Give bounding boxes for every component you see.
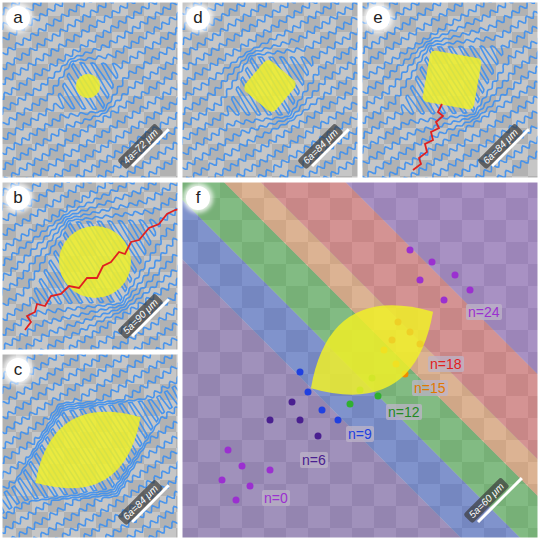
panel-f [182, 182, 538, 538]
band-label: n=24 [466, 304, 502, 320]
particle-chain [2, 379, 178, 538]
particle-dot [219, 477, 226, 484]
panel-letter: d [186, 6, 210, 30]
inclusion [59, 226, 131, 298]
band-label: n=9 [346, 426, 374, 442]
particle-chain [2, 354, 178, 501]
particle-dot [347, 401, 354, 408]
particle-dot [267, 467, 274, 474]
panel-frame [2, 354, 178, 538]
particle-dot [429, 259, 436, 266]
particle-dot [297, 369, 304, 376]
panel-d [182, 2, 358, 178]
particle-chain [362, 49, 538, 178]
particle-chain [2, 86, 178, 178]
inclusion [76, 74, 100, 98]
panel-letter: c [6, 358, 30, 382]
panel-frame [362, 2, 538, 178]
panel-letter: a [6, 6, 30, 30]
particle-dot [225, 447, 232, 454]
particle-dot [452, 272, 459, 279]
panel-letter: f [186, 186, 210, 210]
particle-chain [2, 211, 178, 350]
particle-chain [182, 35, 358, 178]
particle-dot [297, 417, 304, 424]
particle-dot [267, 417, 274, 424]
particle-dot [441, 297, 448, 304]
particle-dot [233, 497, 240, 504]
panel-letter: b [6, 186, 30, 210]
band-label: n=6 [300, 452, 328, 468]
particle-dot [467, 287, 474, 294]
particle-chain [2, 66, 178, 179]
particle-chain [362, 2, 538, 141]
red-path [413, 104, 443, 170]
particle-chain [2, 25, 178, 178]
particle-dot [247, 483, 254, 490]
particle-chain [2, 2, 178, 137]
band-label: n=0 [262, 490, 290, 506]
panel-frame [182, 182, 538, 538]
panel-a [2, 2, 178, 178]
band-label: n=12 [386, 404, 422, 420]
particle-dot [319, 407, 326, 414]
particle-chain [2, 221, 178, 350]
particle-dot [289, 399, 296, 406]
panel-e [362, 2, 538, 178]
particle-chain [362, 2, 538, 171]
particle-chain [2, 399, 178, 538]
band-label: n=18 [428, 356, 464, 372]
color-bands [182, 182, 538, 538]
panel-frame [2, 182, 178, 350]
inclusion [242, 58, 298, 114]
inclusion [422, 50, 482, 110]
panel-frame [2, 2, 178, 178]
panel-c [2, 354, 178, 538]
particle-chain [2, 15, 178, 178]
particle-chain [2, 409, 178, 538]
panel-frame [182, 2, 358, 178]
particle-chain [2, 182, 178, 343]
particle-chain [2, 45, 178, 178]
particle-dot [239, 463, 246, 470]
particle-dot [315, 433, 322, 440]
particle-chain [362, 29, 538, 178]
particle-chain [182, 15, 358, 178]
inclusion [35, 412, 140, 488]
particle-chain [2, 182, 178, 313]
particle-chain [2, 55, 178, 178]
particle-chain [2, 389, 178, 538]
panel-letter: e [366, 6, 390, 30]
particle-dot [375, 393, 382, 400]
particle-chain [2, 354, 178, 491]
particle-dot [417, 277, 424, 284]
particle-dot [335, 417, 342, 424]
particle-dot [305, 389, 312, 396]
panel-b [2, 182, 178, 350]
particle-dot [407, 247, 414, 254]
band-label: n=15 [412, 380, 448, 396]
